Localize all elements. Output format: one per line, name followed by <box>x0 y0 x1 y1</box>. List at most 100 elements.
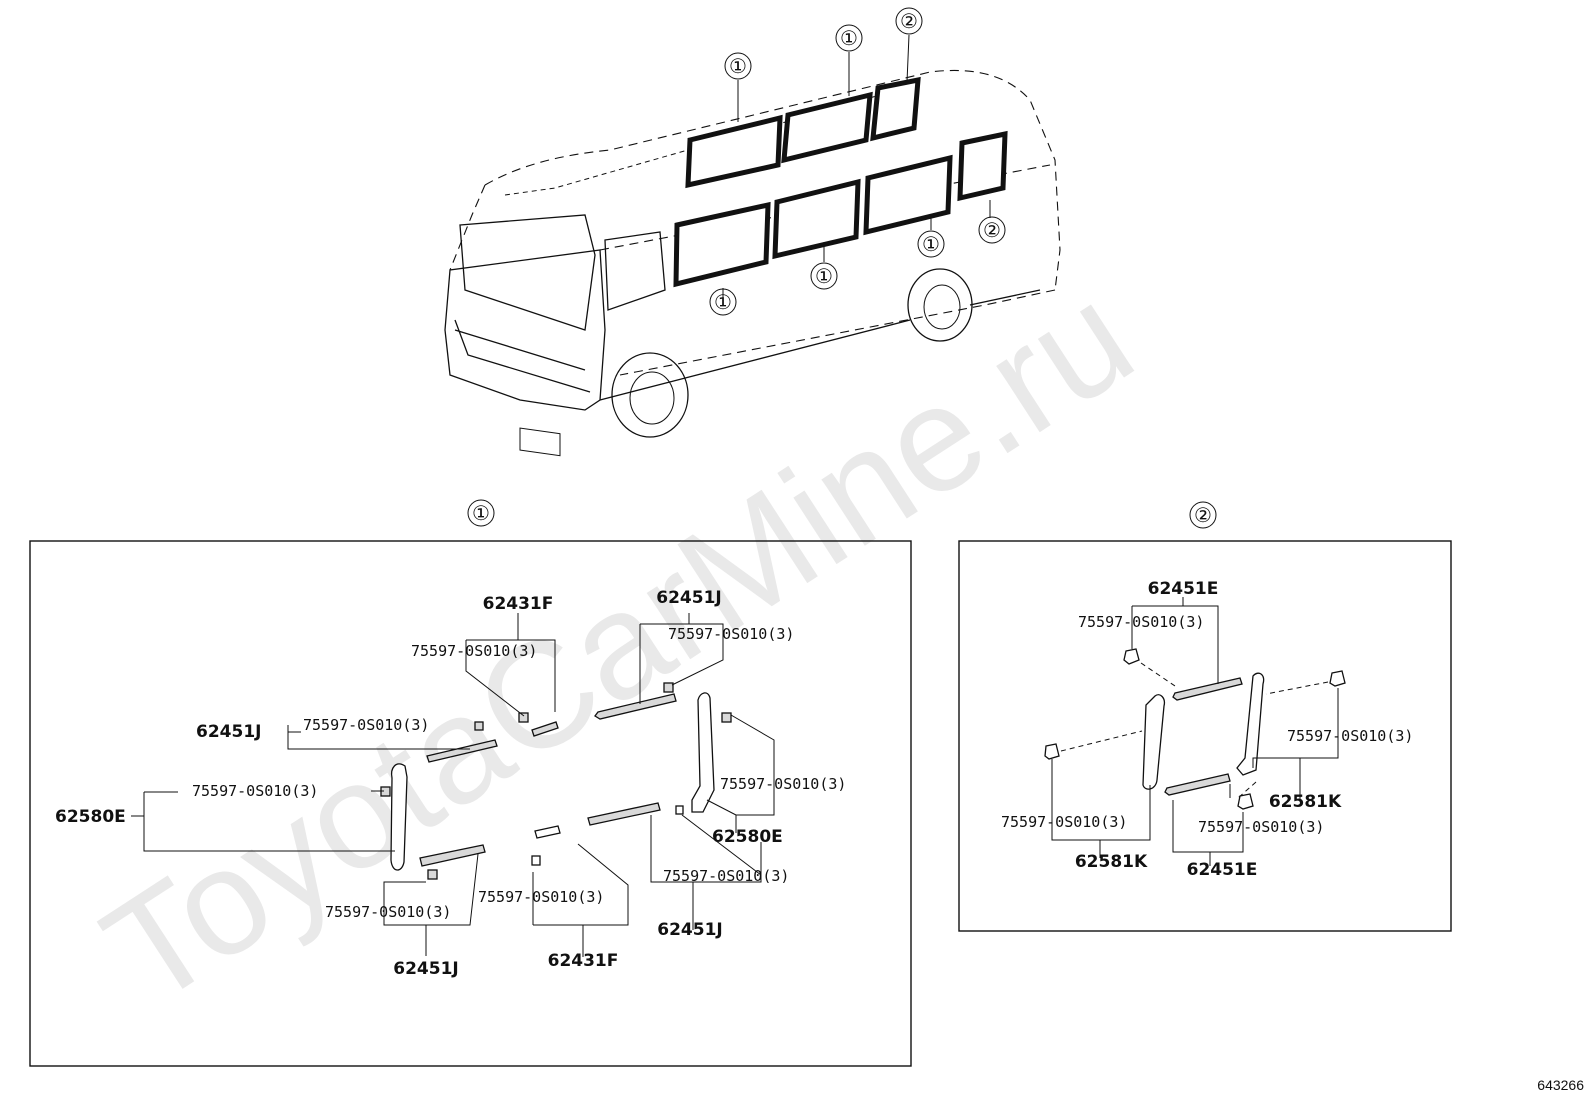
callout-label: ② <box>983 218 1001 242</box>
panel-2: ② 62451E 75597-0S010(3) 75597-0S010(3) 6… <box>958 501 1452 932</box>
part-number-62451J-bottom-right: 62451J <box>657 920 722 940</box>
part-62431F-bottom <box>534 825 561 839</box>
clip-part-number: 75597-0S010(3) <box>663 867 789 885</box>
clip-part-number: 75597-0S010(3) <box>325 903 451 921</box>
van-front-hub <box>629 371 675 425</box>
callout-label: ② <box>900 9 918 33</box>
clip-part-number: 75597-0S010(3) <box>1001 813 1127 831</box>
part-number-62451E-bottom: 62451E <box>1187 860 1258 880</box>
van-callout-2b: ② <box>978 216 1006 244</box>
van-rear-wheel <box>907 268 973 342</box>
panel-2-parts <box>1044 648 1346 810</box>
part-number-62451J-top: 62451J <box>656 588 721 608</box>
van-callout-1e: ① <box>917 230 945 258</box>
callout-leader <box>722 34 991 300</box>
clip-icon <box>427 869 438 880</box>
clip-icon <box>1329 670 1346 687</box>
clip-icon <box>1123 648 1140 665</box>
van-callout-2a: ② <box>895 7 923 35</box>
clip-part-number: 75597-0S010(3) <box>478 888 604 906</box>
panel-1-leader-lines <box>131 613 775 957</box>
clip-part-number: 75597-0S010(3) <box>303 716 429 734</box>
window-lower-1 <box>673 201 771 288</box>
panel-2-title-circle <box>1189 501 1217 529</box>
illustration-reference-number: 643266 <box>1537 1077 1584 1093</box>
clip-part-number: 75597-0S010(3) <box>720 775 846 793</box>
clip-icon <box>663 682 674 693</box>
van-illustration: ① ① ② ① ① ① ② <box>444 7 1061 457</box>
callout-label: ① <box>840 26 858 50</box>
panel-1: ① 62431F 62451J 75597-0S010(3) <box>29 499 912 1067</box>
window-upper-2 <box>781 91 873 164</box>
clip-part-number: 75597-0S010(3) <box>192 782 318 800</box>
part-62451J-bottom <box>419 844 486 867</box>
van-roof-outline <box>484 69 1061 291</box>
part-62451J-left <box>426 739 498 763</box>
part-62451J-bottom-right <box>587 802 661 826</box>
window-lower-4 <box>957 130 1008 202</box>
part-62451E-bottom <box>1164 773 1231 796</box>
van-rear-lower <box>619 289 1056 376</box>
part-number-62431F-top: 62431F <box>483 594 554 614</box>
panel-2-frame <box>958 540 1452 932</box>
panel-2-phantom-lines <box>1060 662 1329 799</box>
van-callout-1d: ① <box>810 262 838 290</box>
part-number-62581K-left: 62581K <box>1075 852 1148 872</box>
van-callout-1a: ① <box>724 52 752 80</box>
clip-part-number: 75597-0S010(3) <box>668 625 794 643</box>
window-lower-3 <box>863 154 953 236</box>
clip-icon <box>721 712 732 723</box>
part-number-62451J-bottom: 62451J <box>393 959 458 979</box>
clip-icon <box>1237 793 1254 810</box>
clip-part-number: 75597-0S010(3) <box>1287 727 1413 745</box>
van-door-window <box>604 231 666 311</box>
watermark-text: ToyotaCarMine.ru <box>76 251 1160 1037</box>
callout-label: ① <box>815 264 833 288</box>
clip-icon <box>531 855 541 866</box>
clip-icon <box>474 721 484 731</box>
panel-2-leader-lines <box>1051 597 1339 866</box>
callout-label: ① <box>714 290 732 314</box>
part-62451E-top <box>1172 677 1243 701</box>
van-front-body <box>444 249 606 411</box>
part-number-62451E-top: 62451E <box>1148 579 1219 599</box>
window-upper-3 <box>870 76 921 142</box>
part-number-62580E-right: 62580E <box>712 827 783 847</box>
van-callout-1c: ① <box>709 288 737 316</box>
part-62581K-left <box>1142 694 1166 790</box>
window-lower-2 <box>772 178 861 260</box>
panel-1-parts <box>380 682 732 880</box>
panel-1-title-circle <box>467 499 495 527</box>
part-number-62431F-bottom: 62431F <box>548 951 619 971</box>
van-callout-1b: ① <box>835 24 863 52</box>
part-number-62581K-right: 62581K <box>1269 792 1342 812</box>
callout-label: ① <box>729 54 747 78</box>
van-rear-hub <box>923 284 961 330</box>
van-side-sill <box>599 289 1041 401</box>
clip-icon <box>1044 743 1060 760</box>
van-roof-front <box>449 184 486 271</box>
part-62580E-left <box>390 763 408 871</box>
part-62451J-top <box>594 693 677 720</box>
upper-window-row <box>685 76 921 189</box>
clip-icon <box>518 712 529 723</box>
part-number-62451J-left: 62451J <box>196 722 261 742</box>
part-62580E-right <box>691 692 715 813</box>
van-grille <box>454 319 591 393</box>
clip-part-number: 75597-0S010(3) <box>411 642 537 660</box>
clip-part-number: 75597-0S010(3) <box>1198 818 1324 836</box>
part-62431F-top <box>531 721 559 737</box>
panel-1-frame <box>29 540 912 1067</box>
part-62581K-right <box>1236 672 1265 776</box>
panel-2-title: ② <box>1194 503 1212 527</box>
callout-label: ① <box>922 232 940 256</box>
part-number-62580E-left: 62580E <box>55 807 126 827</box>
clip-icon <box>675 805 684 815</box>
van-headlight <box>519 427 561 457</box>
van-windshield <box>459 214 596 331</box>
panel-1-title: ① <box>472 501 490 525</box>
window-upper-1 <box>685 114 783 189</box>
lower-window-row <box>673 130 1008 288</box>
